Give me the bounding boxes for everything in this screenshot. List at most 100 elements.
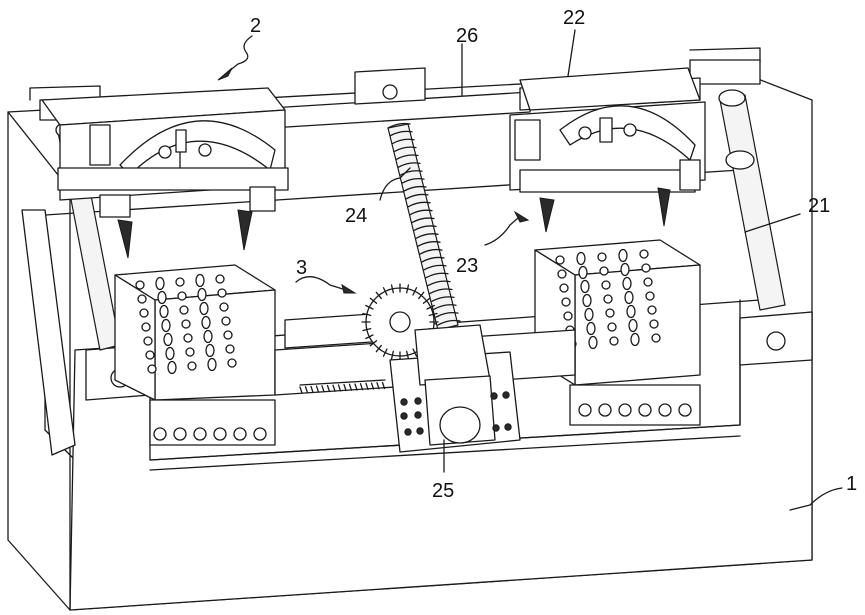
- label-1: 1: [846, 473, 857, 495]
- plate-hole: [142, 323, 150, 331]
- plate-hole: [138, 295, 146, 303]
- plate-hole: [642, 264, 650, 272]
- block-bolt: [493, 425, 499, 431]
- plate-hole: [164, 334, 172, 346]
- plate-hole: [579, 267, 587, 279]
- plate-hole: [202, 317, 210, 329]
- plate-hole: [608, 323, 616, 331]
- nut-bolt: [254, 428, 266, 440]
- plate-hole: [560, 284, 568, 292]
- label-3: 3: [296, 257, 307, 279]
- plate-hole: [216, 275, 224, 283]
- plate-hole: [589, 337, 597, 349]
- plate-hole: [564, 312, 572, 320]
- plate-hole: [577, 253, 585, 265]
- plate-hole: [631, 334, 639, 346]
- plate-hole: [562, 298, 570, 306]
- plate-hole: [140, 309, 148, 317]
- nut-bolt: [234, 428, 246, 440]
- plate-hole: [220, 303, 228, 311]
- plate-hole: [186, 348, 194, 356]
- plate-hole: [646, 292, 654, 300]
- plate-hole: [604, 295, 612, 303]
- block-bolt: [503, 392, 509, 398]
- block-bolt: [417, 428, 423, 434]
- plate-hole: [184, 334, 192, 342]
- plate-hole: [629, 320, 637, 332]
- plate-hole: [228, 359, 236, 367]
- plate-hole: [587, 323, 595, 335]
- plate-hole: [621, 264, 629, 276]
- plate-hole: [585, 309, 593, 321]
- plate-hole: [623, 278, 631, 290]
- block-bolt: [505, 424, 511, 430]
- plate-hole: [158, 292, 166, 304]
- plate-hole: [652, 334, 660, 342]
- plate-hole: [606, 309, 614, 317]
- plate-hole: [188, 362, 196, 370]
- nut-bolt: [639, 404, 651, 416]
- plate-hole: [146, 351, 154, 359]
- plate-hole: [206, 345, 214, 357]
- plate-hole: [208, 359, 216, 371]
- plate-hole: [204, 331, 212, 343]
- gear-hub: [390, 312, 410, 332]
- plate-hole: [583, 295, 591, 307]
- plate-hole: [156, 278, 164, 290]
- plate-hole: [648, 306, 656, 314]
- block-bolt: [401, 413, 407, 419]
- nut-bolt: [154, 428, 166, 440]
- block-bolt: [415, 412, 421, 418]
- plate-hole: [558, 270, 566, 278]
- nut-bolt: [174, 428, 186, 440]
- plate-hole: [196, 275, 204, 287]
- label-23: 23: [456, 255, 478, 277]
- plate-hole: [160, 306, 168, 318]
- label-24: 24: [345, 205, 367, 227]
- plate-hole: [162, 320, 170, 332]
- plate-hole: [200, 303, 208, 315]
- plate-hole: [198, 289, 206, 301]
- label-21: 21: [808, 195, 830, 217]
- nut-bolt: [599, 404, 611, 416]
- plate-hole: [598, 253, 606, 261]
- plate-hole: [600, 267, 608, 275]
- plate-hole: [144, 337, 152, 345]
- plate-hole: [224, 331, 232, 339]
- plate-hole: [625, 292, 633, 304]
- block-bolt: [405, 429, 411, 435]
- plate-hole: [644, 278, 652, 286]
- plate-hole: [556, 256, 564, 264]
- nut-bolt: [214, 428, 226, 440]
- label-22: 22: [563, 7, 585, 29]
- label-2: 2: [250, 15, 261, 37]
- nut-bolt: [619, 404, 631, 416]
- plate-hole: [602, 281, 610, 289]
- label-26: 26: [456, 25, 478, 47]
- plate-hole: [222, 317, 230, 325]
- plate-hole: [182, 320, 190, 328]
- plate-hole: [627, 306, 635, 318]
- plate-hole: [148, 365, 156, 373]
- plate-hole: [168, 362, 176, 374]
- plate-hole: [166, 348, 174, 360]
- block-bolt: [401, 399, 407, 405]
- nut-bolt: [679, 404, 691, 416]
- plate-hole: [176, 278, 184, 286]
- plate-hole: [581, 281, 589, 293]
- block-bolt: [491, 393, 497, 399]
- plate-hole: [226, 345, 234, 353]
- plate-hole: [640, 250, 648, 258]
- plate-hole: [136, 281, 144, 289]
- block-bolt: [415, 398, 421, 404]
- label-25: 25: [432, 480, 454, 502]
- nut-bolt: [659, 404, 671, 416]
- plate-hole: [610, 337, 618, 345]
- nut-bolt: [579, 404, 591, 416]
- plate-hole: [178, 292, 186, 300]
- plate-hole: [180, 306, 188, 314]
- plate-hole: [650, 320, 658, 328]
- nut-bolt: [194, 428, 206, 440]
